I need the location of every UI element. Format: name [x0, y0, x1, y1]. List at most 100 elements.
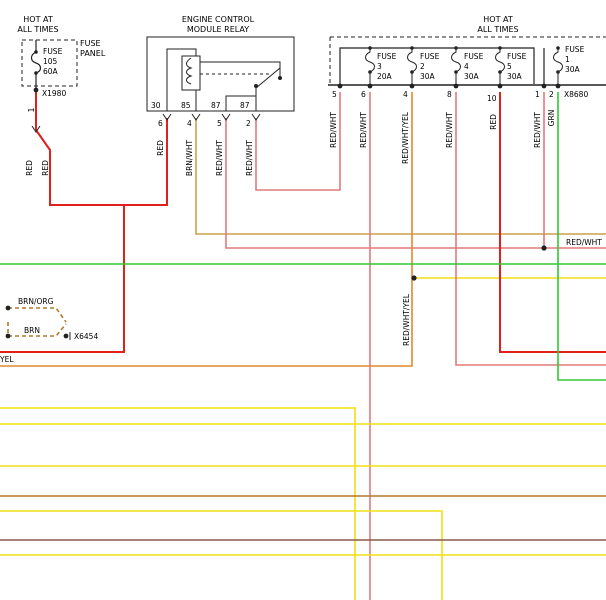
fuse-105-number: 105 [43, 57, 58, 66]
relay-pin-87a: 87 [211, 101, 221, 110]
ecm-relay: ENGINE CONTROL MODULE RELAY 30 85 87 87 … [146, 15, 295, 177]
relay-pin-87b: 87 [240, 101, 250, 110]
right-pin-4: 4 [403, 90, 408, 99]
right-pin-5: 5 [332, 90, 337, 99]
right-wire-label-4: RED/WHT/YEL [401, 111, 410, 164]
right-pin-10: 10 [487, 94, 497, 103]
fuse-1-rating: 30A [565, 65, 581, 74]
wire-pin4-redwhtyel [0, 92, 413, 367]
relay-wire-label-redwht-b: RED/WHT [245, 140, 254, 176]
right-wire-label-1: RED/WHT [533, 112, 542, 148]
fuse-1-number: 1 [565, 55, 570, 64]
fuse-3: FUSE 3 20A [365, 46, 397, 84]
wire-brn [8, 323, 67, 337]
fuse-2-number: 2 [420, 62, 425, 71]
wire-label-redwhtyel-lower: RED/WHT/YEL [402, 293, 411, 346]
relay-pin-30: 30 [151, 101, 161, 110]
connector-x1980-dot [33, 87, 39, 93]
wire-yellow-4 [0, 510, 443, 600]
wire-label-red-2: RED [41, 160, 50, 176]
wire-pin10-red [499, 92, 606, 353]
relay-wire-label-brnwht: BRN/WHT [185, 140, 194, 177]
x1980-pin-num: 1 [27, 107, 36, 112]
right-wire-label-2: GRN [547, 110, 556, 127]
x6454-dot-3 [63, 333, 69, 339]
fuse-105-rating: 60A [43, 67, 59, 76]
fuse-3-name: FUSE [377, 52, 397, 61]
right-wire-label-10: RED [489, 114, 498, 130]
left-hot-title-1: HOT AT [23, 15, 53, 24]
fuse-3-rating: 20A [377, 72, 393, 81]
fuse-2: FUSE 2 30A [407, 46, 440, 84]
fuse-2-name: FUSE [420, 52, 440, 61]
wire-label-brn-org: BRN/ORG [18, 297, 54, 306]
wire-label-yel-left: YEL [0, 355, 14, 364]
wire-pin8-redwht [455, 92, 606, 366]
x6454-dot-2 [5, 333, 11, 339]
wire-relay-30-red [124, 118, 168, 206]
relay-coil-symbol [186, 57, 193, 85]
relay-wirepin-4: 4 [187, 119, 192, 128]
right-hot-title-1: HOT AT [483, 15, 513, 24]
relay-wire-label-red: RED [156, 140, 165, 156]
wire-red-main [0, 92, 125, 353]
relay-contact-dot [254, 84, 258, 88]
left-fuse-panel: HOT AT ALL TIMES FUSE PANEL FUSE 105 60A… [17, 15, 106, 133]
left-hot-title-2: ALL TIMES [17, 25, 58, 34]
connector-x8680-label: X8680 [564, 90, 588, 99]
wire-pin2-grn [557, 92, 606, 381]
relay-coil-box [181, 55, 201, 91]
fuse-105-name: FUSE [43, 47, 63, 56]
right-wire-label-6: RED/WHT [359, 112, 368, 148]
connector-x6454-label: X6454 [74, 332, 98, 341]
fuse-105-dot-top [34, 50, 38, 54]
fuse-5-name: FUSE [507, 52, 527, 61]
wire-label-brn: BRN [24, 326, 40, 335]
right-box-dashed-top [329, 36, 606, 84]
right-hot-title-2: ALL TIMES [477, 25, 518, 34]
left-panel-label-1: FUSE [80, 39, 101, 48]
fuse-3-number: 3 [377, 62, 382, 71]
fuse-1: FUSE 1 30A [553, 45, 585, 84]
fuse-1-name: FUSE [565, 45, 585, 54]
fuse-4: FUSE 4 30A [451, 46, 484, 84]
wire-relay-87b-redwht [255, 92, 341, 191]
fuse-2-rating: 30A [420, 72, 436, 81]
fuse-4-number: 4 [464, 62, 469, 71]
right-fuse-box: HOT AT ALL TIMES FUSE 3 20A FUSE 2 30A F… [328, 15, 606, 164]
relay-wirepin-5: 5 [217, 119, 222, 128]
relay-pin-forks [162, 113, 261, 121]
fuse-5: FUSE 5 30A [495, 46, 527, 84]
relay-coil-leads [166, 48, 197, 111]
right-wire-label-5: RED/WHT [329, 112, 338, 148]
fuse-4-rating: 30A [464, 72, 480, 81]
relay-contact-dot-2 [278, 76, 282, 80]
splice-redwhtyel [411, 275, 417, 281]
wires [0, 92, 606, 600]
right-box-busbar [339, 47, 545, 84]
left-panel-box [21, 39, 78, 87]
left-panel-label-2: PANEL [80, 49, 106, 58]
right-pin-1: 1 [535, 90, 540, 99]
right-connector-dots [337, 83, 561, 89]
fuse-5-number: 5 [507, 62, 512, 71]
relay-wirepin-2: 2 [246, 119, 251, 128]
fuse-4-name: FUSE [464, 52, 484, 61]
right-pin-6: 6 [361, 90, 366, 99]
splice-redwht [541, 245, 547, 251]
connector-x1980-label: X1980 [42, 89, 66, 98]
relay-title-2: MODULE RELAY [187, 25, 249, 34]
fuse-5-rating: 30A [507, 72, 523, 81]
right-wire-label-8: RED/WHT [445, 112, 454, 148]
relay-pin-85: 85 [181, 101, 191, 110]
right-pin-8: 8 [447, 90, 452, 99]
wire-relay-85-brnwht [195, 118, 606, 235]
x1980-pin-symbol [31, 125, 41, 133]
relay-box [146, 36, 295, 112]
fuse-105-symbol [30, 40, 42, 88]
relay-title-1: ENGINE CONTROL [182, 15, 255, 24]
wire-label-red-1: RED [25, 160, 34, 176]
x6454-dot-1 [5, 305, 11, 311]
fuse-105-dot-bottom [34, 71, 38, 75]
connector-x6454: BRN/ORG BRN X6454 [5, 297, 98, 341]
